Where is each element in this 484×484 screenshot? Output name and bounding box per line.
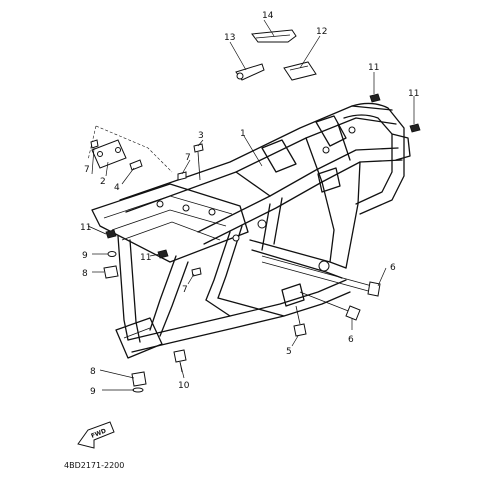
- part-5-bolt: [293, 305, 307, 337]
- callout-7-mid: 7: [185, 153, 191, 163]
- callout-6-lower: 6: [348, 335, 354, 345]
- callout-7-lower: 7: [182, 285, 188, 295]
- part-2-bracket: [87, 125, 173, 173]
- part-11-nut-far-right: [409, 123, 421, 133]
- callout-11-far-right: 11: [408, 89, 419, 99]
- part-13-bracket: [235, 63, 265, 81]
- part-9-washer-upper: [107, 251, 117, 257]
- part-11-nut-mid: [157, 249, 169, 259]
- callout-10: 10: [178, 381, 190, 391]
- part-8-bushing-lower: [131, 371, 147, 387]
- callout-8-lower: 8: [90, 367, 96, 377]
- leader-lines: [87, 19, 415, 391]
- callout-14: 14: [262, 11, 274, 21]
- callout-5: 5: [286, 347, 292, 357]
- callout-4: 4: [114, 183, 120, 193]
- callout-11-left: 11: [80, 223, 91, 233]
- part-11-nut-left: [105, 229, 117, 239]
- callout-13: 13: [224, 33, 235, 43]
- part-code: 4BD2171-2200: [64, 461, 124, 470]
- callout-2: 2: [100, 177, 106, 187]
- callout-9-lower: 9: [90, 387, 96, 397]
- part-7-bolt-lower: [191, 267, 202, 277]
- callout-6-upper: 6: [390, 263, 396, 273]
- part-3-bolt: [193, 143, 204, 181]
- part-8-bushing-upper: [103, 265, 119, 279]
- callout-3: 3: [198, 131, 204, 141]
- part-10-clamp: [173, 349, 187, 373]
- callout-11-top-right: 11: [368, 63, 379, 73]
- fwd-arrow: FWD: [77, 421, 115, 449]
- part-7-bolt-mid: [177, 171, 187, 181]
- callout-12: 12: [316, 27, 327, 37]
- part-6-bolt-upper: [261, 255, 381, 297]
- part-6-bolt-lower: [299, 291, 361, 321]
- callout-9-upper: 9: [82, 251, 88, 261]
- part-4-bolt: [129, 159, 143, 171]
- callout-1: 1: [240, 129, 246, 139]
- part-11-nut-top-right: [369, 93, 381, 103]
- part-7-bolt-upper-left: [90, 139, 99, 149]
- callout-11-mid: 11: [140, 253, 151, 263]
- main-frame: [91, 102, 411, 359]
- callout-8-upper: 8: [82, 269, 88, 279]
- part-9-washer-lower: [132, 387, 144, 393]
- callout-7-upper-left: 7: [84, 165, 90, 175]
- part-12-plate: [283, 61, 317, 81]
